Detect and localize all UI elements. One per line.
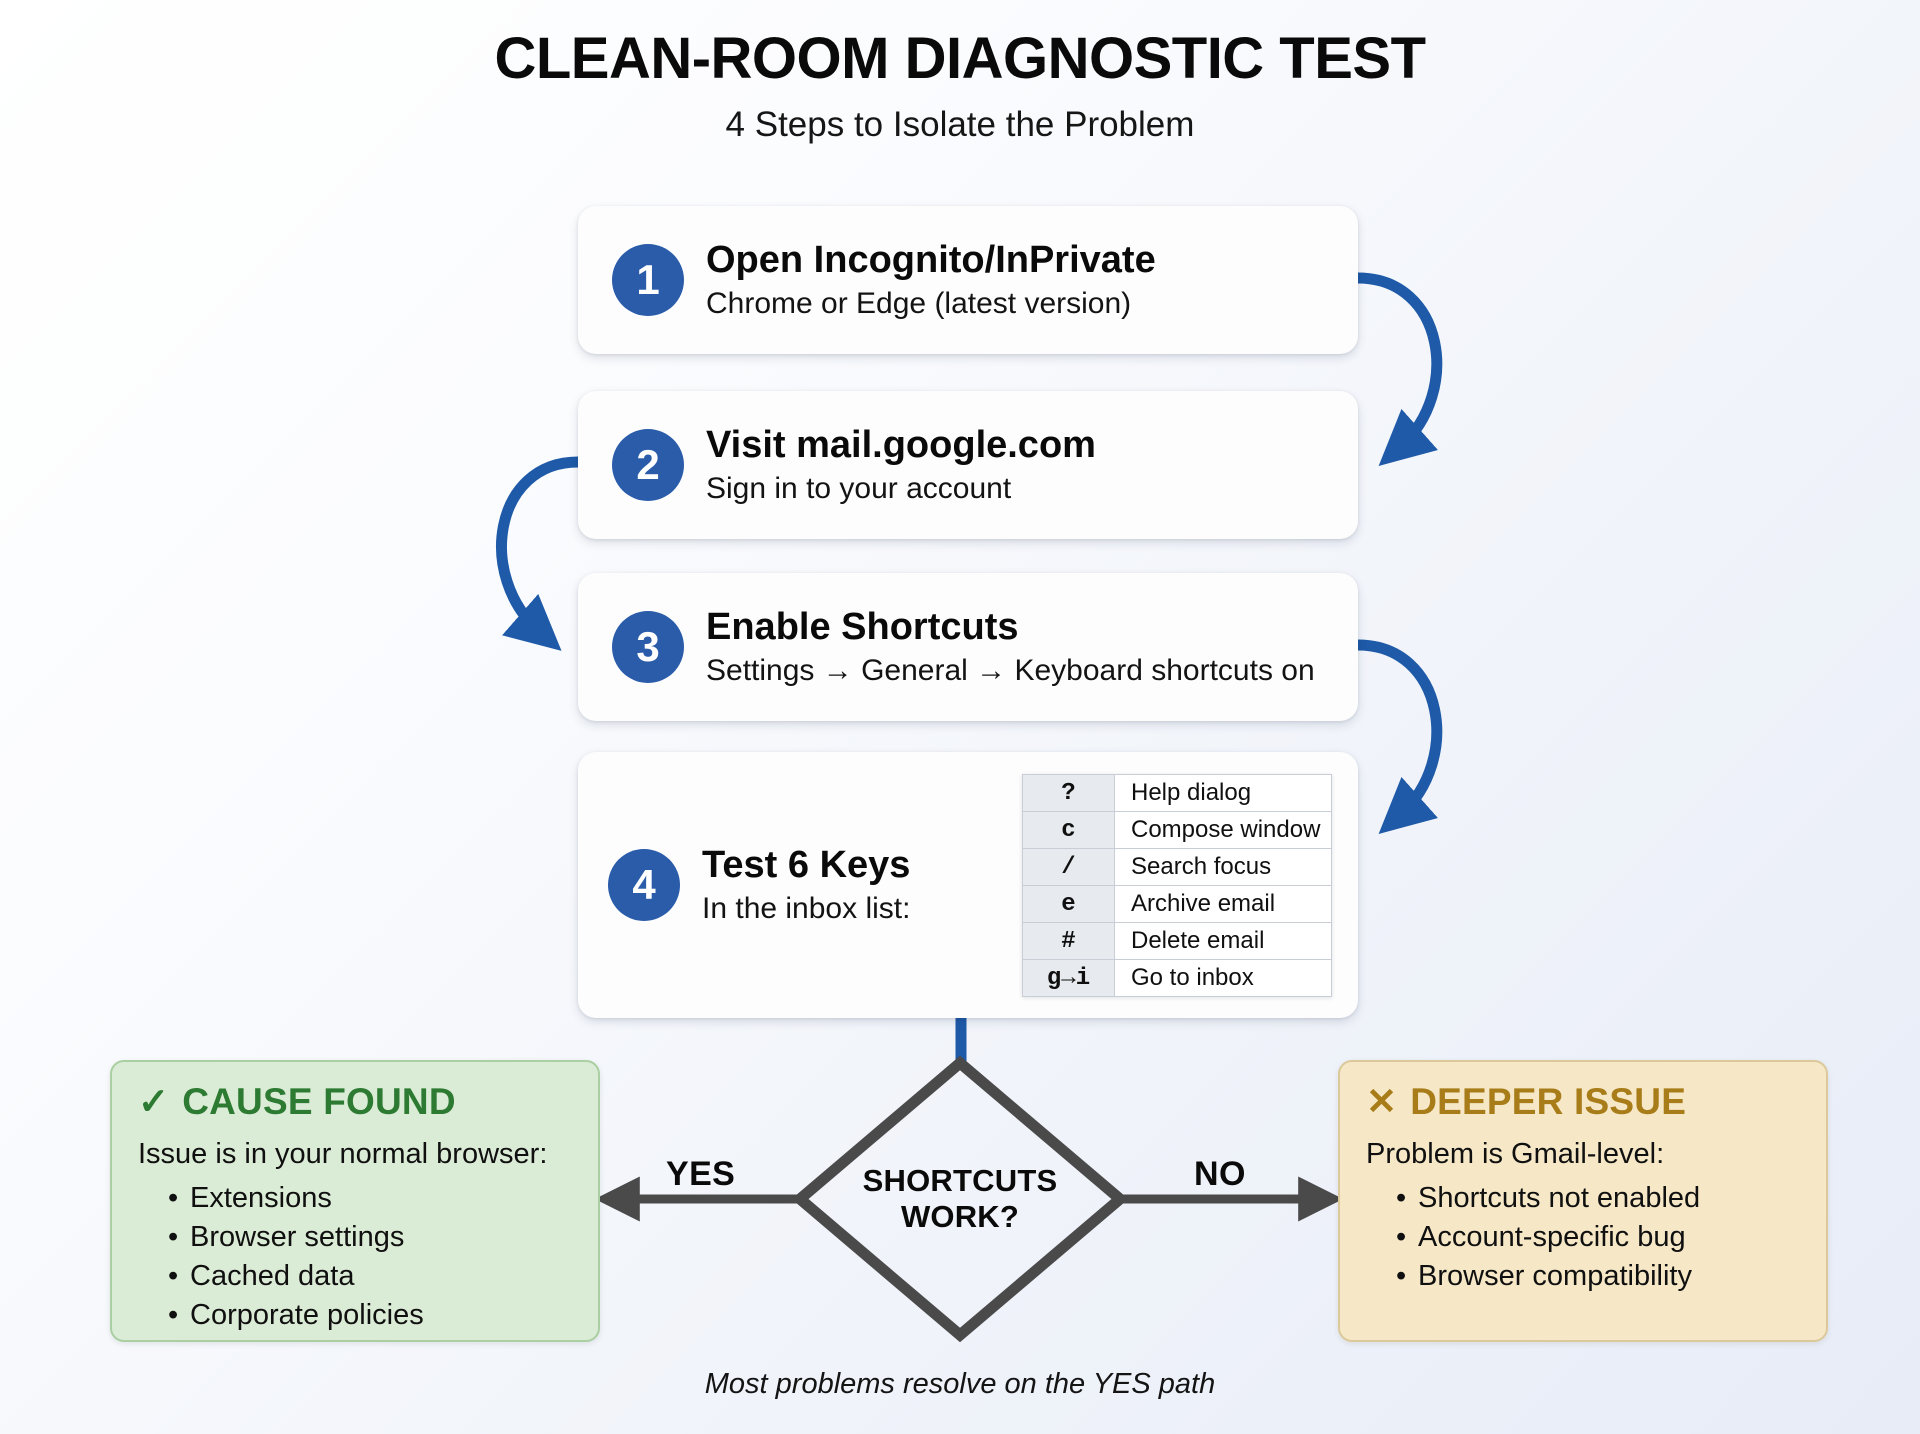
list-item: Corporate policies bbox=[138, 1296, 572, 1335]
list-item: Cached data bbox=[138, 1257, 572, 1296]
check-icon: ✓ bbox=[138, 1081, 170, 1122]
decision-line-2: WORK? bbox=[900, 1199, 1020, 1234]
shortcut-action-cell: Go to inbox bbox=[1114, 959, 1332, 997]
cross-icon: ✕ bbox=[1366, 1081, 1398, 1122]
step-subtitle-4: In the inbox list: bbox=[702, 891, 911, 925]
decision-node[interactable]: SHORTCUTS WORK? bbox=[800, 1063, 1120, 1335]
shortcut-key-cell: g→i bbox=[1022, 959, 1115, 997]
step-card-3[interactable]: 3 Enable Shortcuts Settings → General → … bbox=[578, 573, 1358, 721]
step-text-4: Test 6 Keys In the inbox list: bbox=[702, 844, 910, 926]
shortcut-key-cell: c bbox=[1022, 811, 1115, 849]
list-item: Shortcuts not enabled bbox=[1366, 1179, 1800, 1218]
shortcut-key-cell: / bbox=[1022, 848, 1115, 886]
footer-note: Most problems resolve on the YES path bbox=[704, 1368, 1216, 1400]
decision-line-1: SHORTCUTS bbox=[862, 1163, 1058, 1199]
outcome-yes-heading: CAUSE FOUND bbox=[182, 1081, 456, 1122]
step-title-3: Enable Shortcuts bbox=[706, 605, 1019, 648]
shortcut-key-cell: # bbox=[1022, 922, 1115, 960]
list-item: Browser settings bbox=[138, 1218, 572, 1257]
connector-2-to-3 bbox=[496, 456, 579, 651]
outcome-no-heading: DEEPER ISSUE bbox=[1410, 1081, 1687, 1122]
list-item: Extensions bbox=[138, 1179, 572, 1218]
outcome-no-list: Shortcuts not enabledAccount-specific bu… bbox=[1366, 1179, 1800, 1296]
keyboard-shortcut-row: #Delete email bbox=[1022, 922, 1332, 960]
step-text-2: Visit mail.google.com Sign in to your ac… bbox=[706, 424, 1096, 506]
keyboard-shortcut-row: ?Help dialog bbox=[1022, 774, 1332, 812]
keyboard-shortcut-row: /Search focus bbox=[1022, 848, 1332, 886]
page-header: CLEAN-ROOM DIAGNOSTIC TEST 4 Steps to Is… bbox=[0, 26, 1920, 145]
shortcut-action-cell: Help dialog bbox=[1114, 774, 1332, 812]
outcome-no-heading-row: ✕ DEEPER ISSUE bbox=[1366, 1081, 1800, 1123]
shortcut-key-cell: e bbox=[1022, 885, 1115, 923]
step-subtitle-1: Chrome or Edge (latest version) bbox=[706, 286, 1132, 320]
connector-1-to-2 bbox=[1357, 272, 1443, 467]
step-card-2[interactable]: 2 Visit mail.google.com Sign in to your … bbox=[578, 391, 1358, 539]
decision-label: SHORTCUTS WORK? bbox=[800, 1063, 1120, 1335]
step-title-1: Open Incognito/InPrivate bbox=[706, 238, 1156, 281]
step-number-badge-3: 3 bbox=[612, 611, 684, 683]
outcome-box-deeper-issue: ✕ DEEPER ISSUE Problem is Gmail-level: S… bbox=[1338, 1060, 1828, 1342]
outcome-no-lead: Problem is Gmail-level: bbox=[1366, 1137, 1665, 1170]
branch-label-no: NO bbox=[1194, 1155, 1246, 1193]
connector-3-to-4 bbox=[1357, 639, 1443, 835]
step-number-badge-2: 2 bbox=[612, 429, 684, 501]
page-subtitle: 4 Steps to Isolate the Problem bbox=[725, 104, 1195, 144]
step-subtitle-2: Sign in to your account bbox=[706, 471, 1012, 505]
outcome-yes-heading-row: ✓ CAUSE FOUND bbox=[138, 1081, 572, 1123]
page-title: CLEAN-ROOM DIAGNOSTIC TEST bbox=[494, 26, 1426, 91]
outcome-yes-lead: Issue is in your normal browser: bbox=[138, 1137, 548, 1170]
list-item: Account-specific bug bbox=[1366, 1218, 1800, 1257]
step-number-badge-1: 1 bbox=[612, 244, 684, 316]
step-title-2: Visit mail.google.com bbox=[706, 423, 1096, 466]
step-card-1[interactable]: 1 Open Incognito/InPrivate Chrome or Edg… bbox=[578, 206, 1358, 354]
step-card-4[interactable]: 4 Test 6 Keys In the inbox list: ?Help d… bbox=[578, 752, 1358, 1018]
outcome-box-cause-found: ✓ CAUSE FOUND Issue is in your normal br… bbox=[110, 1060, 600, 1342]
step-number-badge-4: 4 bbox=[608, 849, 680, 921]
step-subtitle-3: Settings → General → Keyboard shortcuts … bbox=[706, 653, 1315, 687]
step-text-3: Enable Shortcuts Settings → General → Ke… bbox=[706, 606, 1315, 688]
shortcut-action-cell: Archive email bbox=[1114, 885, 1332, 923]
outcome-yes-list: ExtensionsBrowser settingsCached dataCor… bbox=[138, 1179, 572, 1334]
shortcut-key-cell: ? bbox=[1022, 774, 1115, 812]
step-text-1: Open Incognito/InPrivate Chrome or Edge … bbox=[706, 239, 1156, 321]
shortcut-action-cell: Search focus bbox=[1114, 848, 1332, 886]
list-item: Browser compatibility bbox=[1366, 1257, 1800, 1296]
step-title-4: Test 6 Keys bbox=[702, 843, 911, 886]
branch-label-yes: YES bbox=[666, 1155, 736, 1193]
shortcut-action-cell: Compose window bbox=[1114, 811, 1332, 849]
shortcut-action-cell: Delete email bbox=[1114, 922, 1332, 960]
